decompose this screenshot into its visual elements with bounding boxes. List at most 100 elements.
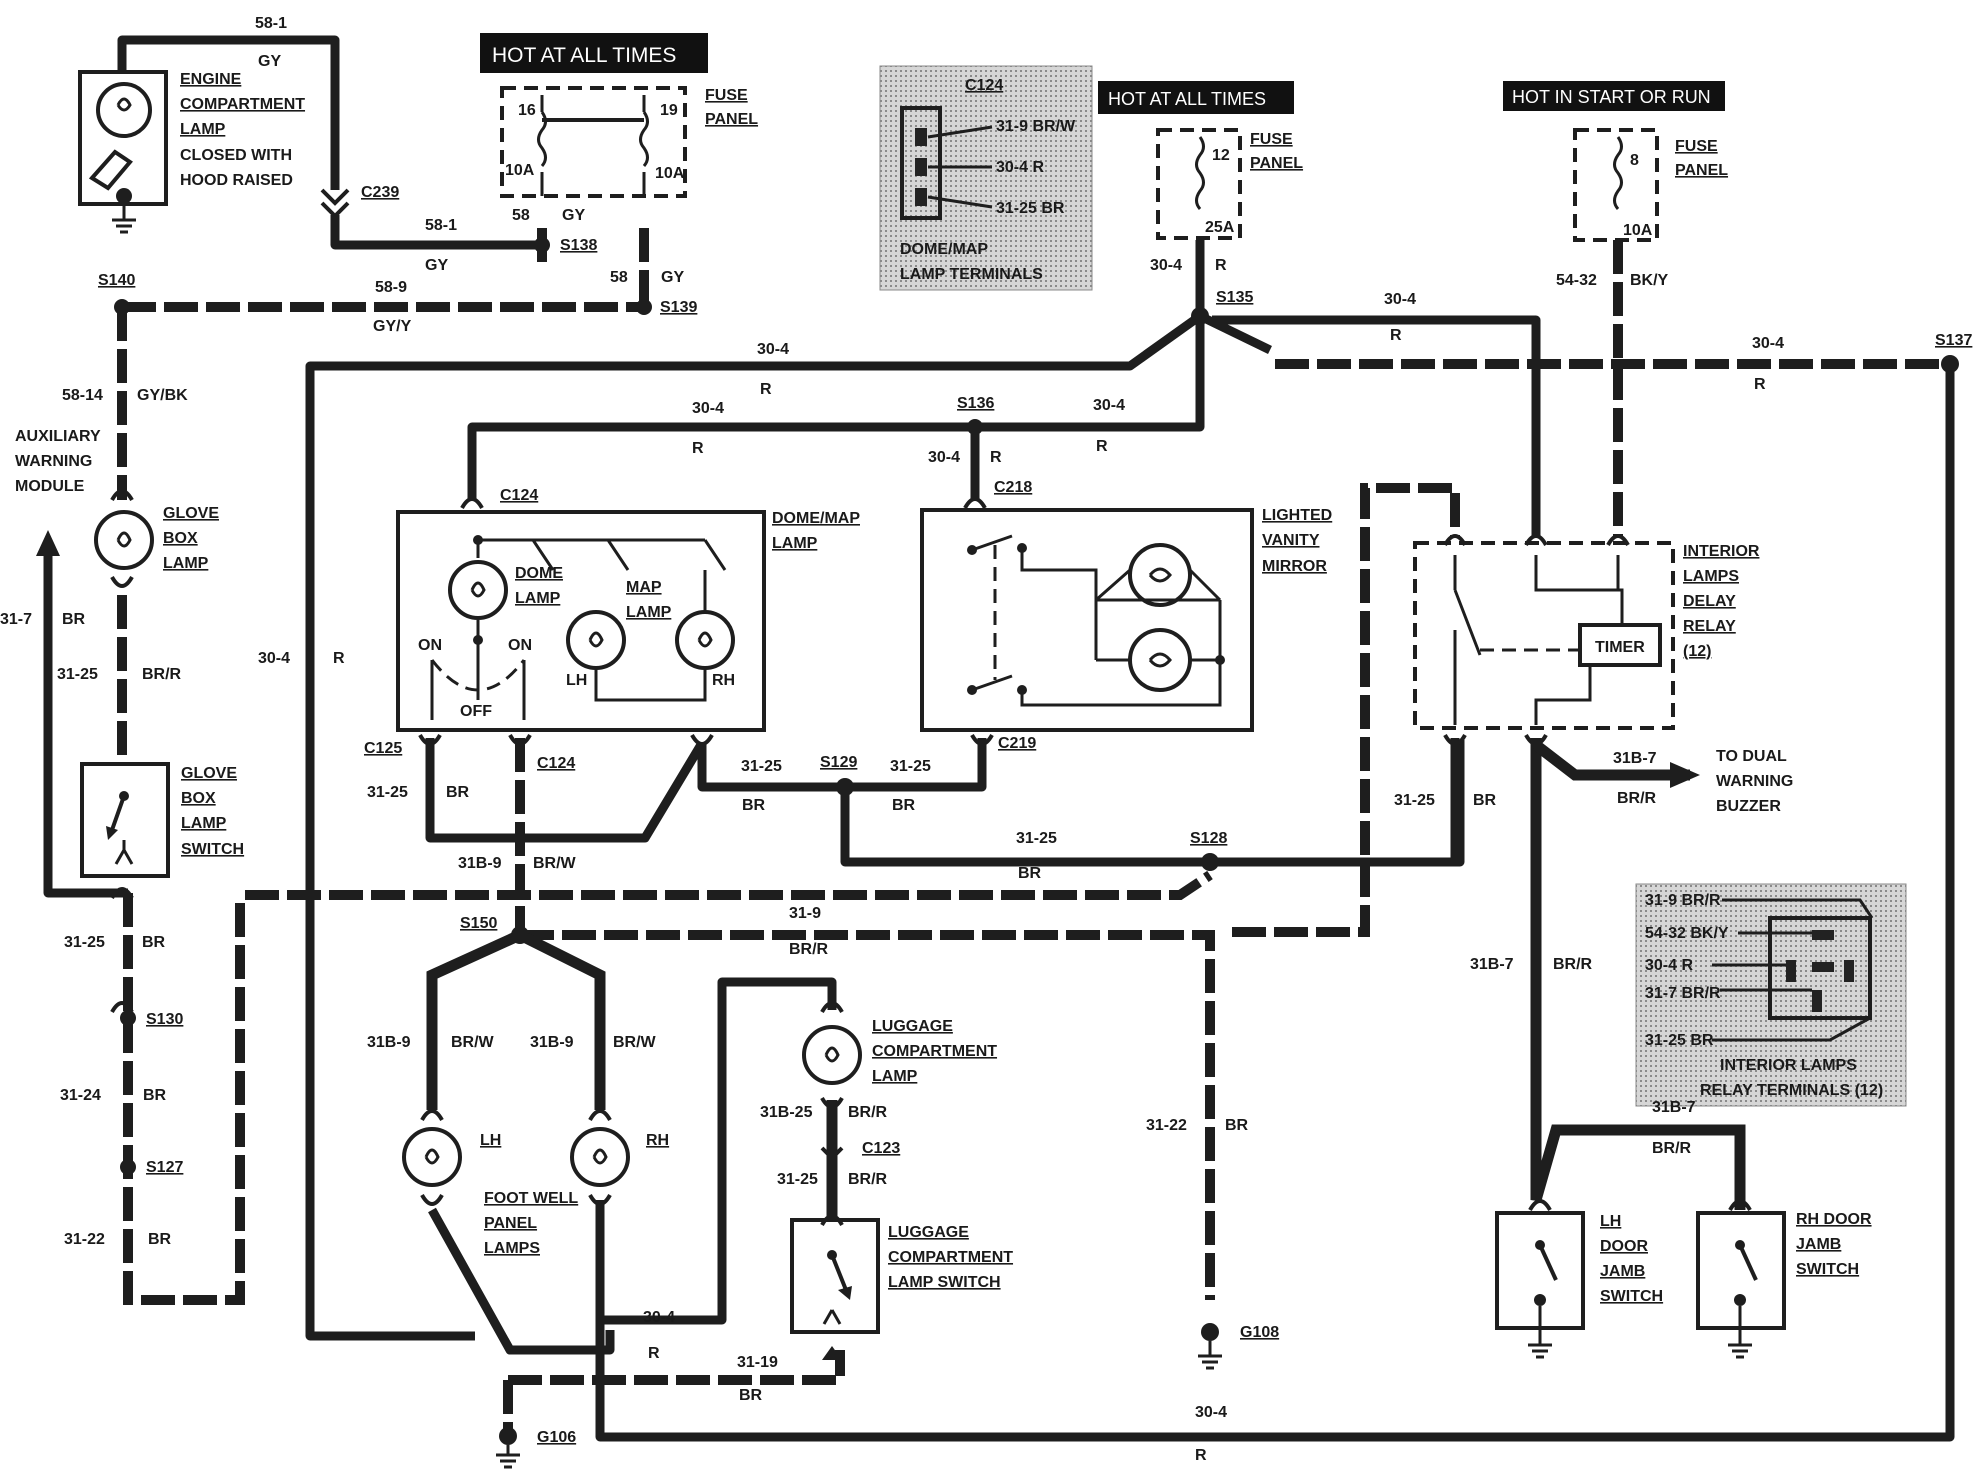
- svg-text:BR: BR: [739, 1387, 763, 1404]
- wire-labels: 58-1 GY 58-1 GY 58 GY 58 GY 58-9 GY/Y 58…: [0, 15, 1784, 1464]
- splice-s128: S128: [1190, 830, 1227, 847]
- svg-text:58-14: 58-14: [62, 387, 103, 404]
- svg-text:GY: GY: [661, 269, 684, 286]
- svg-text:58-9: 58-9: [375, 279, 407, 296]
- svg-text:31-22: 31-22: [64, 1231, 105, 1248]
- svg-text:31-25 BR: 31-25 BR: [996, 200, 1065, 217]
- svg-text:BR: BR: [62, 611, 86, 628]
- svg-text:SWITCH: SWITCH: [1600, 1288, 1663, 1305]
- svg-text:31-24: 31-24: [60, 1087, 101, 1104]
- connector-c124-lower: C124: [537, 755, 575, 772]
- svg-text:R: R: [692, 440, 704, 457]
- svg-text:HOT AT ALL TIMES: HOT AT ALL TIMES: [1108, 89, 1266, 109]
- svg-text:31-25: 31-25: [367, 784, 408, 801]
- svg-text:31-25 BR: 31-25 BR: [1645, 1032, 1714, 1049]
- svg-text:58-1: 58-1: [255, 15, 287, 32]
- svg-text:MAP: MAP: [626, 579, 662, 596]
- svg-text:R: R: [1215, 257, 1227, 274]
- fuse-panel-1: 16 19 10A 10A FUSE PANEL: [500, 86, 758, 198]
- svg-text:LAMP: LAMP: [180, 121, 226, 138]
- svg-text:COMPARTMENT: COMPARTMENT: [180, 96, 305, 113]
- svg-text:LH: LH: [480, 1132, 501, 1149]
- lighted-vanity-mirror: LIGHTED VANITY MIRROR: [920, 507, 1332, 732]
- svg-text:HOT AT ALL TIMES: HOT AT ALL TIMES: [492, 44, 676, 67]
- svg-text:BK/Y: BK/Y: [1630, 272, 1669, 289]
- svg-text:BR/R: BR/R: [848, 1171, 888, 1188]
- svg-text:54-32 BK/Y: 54-32 BK/Y: [1645, 925, 1729, 942]
- svg-text:30-4: 30-4: [757, 341, 789, 358]
- svg-text:GY: GY: [562, 207, 585, 224]
- svg-text:CLOSED WITH: CLOSED WITH: [180, 147, 292, 164]
- svg-text:ON: ON: [508, 637, 532, 654]
- svg-text:LIGHTED: LIGHTED: [1262, 507, 1332, 524]
- svg-text:HOT IN START OR RUN: HOT IN START OR RUN: [1512, 87, 1711, 107]
- svg-text:31-22: 31-22: [1146, 1117, 1187, 1134]
- svg-text:VANITY: VANITY: [1262, 532, 1320, 549]
- svg-text:DOME/MAP: DOME/MAP: [772, 510, 860, 527]
- svg-text:R: R: [333, 650, 345, 667]
- fuse-panel-2: 12 25A FUSE PANEL: [1156, 128, 1303, 240]
- svg-text:31-19: 31-19: [737, 1354, 778, 1371]
- connector-c219: C219: [998, 735, 1036, 752]
- splices: S138 S139 S140 S135 S136 S137 S129 S128 …: [98, 237, 1972, 1176]
- svg-text:JAMB: JAMB: [1600, 1263, 1645, 1280]
- svg-text:31-25: 31-25: [741, 758, 782, 775]
- glove-box-lamp: GLOVE BOX LAMP: [94, 505, 219, 572]
- svg-text:FOOT WELL: FOOT WELL: [484, 1190, 578, 1207]
- svg-text:30-4: 30-4: [1093, 397, 1125, 414]
- svg-text:MODULE: MODULE: [15, 478, 85, 495]
- svg-text:30-4: 30-4: [1384, 291, 1416, 308]
- svg-text:30-4: 30-4: [643, 1309, 675, 1326]
- svg-text:54-32: 54-32: [1556, 272, 1597, 289]
- svg-text:BR: BR: [742, 797, 766, 814]
- svg-text:30-4: 30-4: [692, 400, 724, 417]
- c124-terminals-inset: C124 31-9 BR/W 30-4 R 31-25 BR DOME/MAP …: [879, 65, 1093, 291]
- svg-text:R: R: [760, 381, 772, 398]
- svg-text:30-4: 30-4: [258, 650, 290, 667]
- svg-text:SWITCH: SWITCH: [1796, 1261, 1859, 1278]
- svg-text:GLOVE: GLOVE: [181, 765, 237, 782]
- svg-text:31B-7: 31B-7: [1613, 750, 1657, 767]
- svg-text:BR/W: BR/W: [613, 1034, 657, 1051]
- svg-text:31B-25: 31B-25: [760, 1104, 813, 1121]
- svg-text:R: R: [1195, 1447, 1207, 1464]
- svg-text:G108: G108: [1240, 1324, 1279, 1341]
- luggage-compartment-lamp: LUGGAGE COMPARTMENT LAMP: [802, 1018, 997, 1085]
- svg-text:10A: 10A: [1623, 222, 1653, 239]
- hot-at-all-times-header-1: HOT AT ALL TIMES: [480, 33, 708, 73]
- svg-text:PANEL: PANEL: [1250, 155, 1303, 172]
- svg-text:GY: GY: [258, 53, 281, 70]
- svg-text:LAMP: LAMP: [515, 590, 561, 607]
- wires: [36, 35, 1955, 1442]
- connector-c239: C239: [361, 184, 399, 201]
- svg-text:FUSE: FUSE: [705, 87, 748, 104]
- svg-text:WARNING: WARNING: [15, 453, 92, 470]
- svg-text:LAMP: LAMP: [772, 535, 818, 552]
- svg-text:C124: C124: [965, 77, 1003, 94]
- svg-text:R: R: [648, 1345, 660, 1362]
- svg-text:INTERIOR LAMPS: INTERIOR LAMPS: [1720, 1057, 1857, 1074]
- svg-text:30-4: 30-4: [1195, 1404, 1227, 1421]
- svg-text:31-9 BR/R: 31-9 BR/R: [1645, 892, 1721, 909]
- svg-text:R: R: [1096, 438, 1108, 455]
- svg-text:R: R: [990, 449, 1002, 466]
- svg-text:BR/R: BR/R: [1553, 956, 1593, 973]
- svg-text:TO DUAL: TO DUAL: [1716, 748, 1787, 765]
- svg-text:LAMP: LAMP: [163, 555, 209, 572]
- svg-text:RELAY: RELAY: [1683, 618, 1736, 635]
- svg-text:LUGGAGE: LUGGAGE: [888, 1224, 969, 1241]
- connectors: C239 C124 C125 C124 C218 C219 C123: [110, 184, 1752, 1360]
- connector-c218: C218: [994, 479, 1032, 496]
- svg-text:LH: LH: [1600, 1213, 1621, 1230]
- svg-text:30-4 R: 30-4 R: [1645, 957, 1693, 974]
- svg-text:FUSE: FUSE: [1675, 138, 1718, 155]
- svg-text:31-25: 31-25: [777, 1171, 818, 1188]
- svg-text:GY: GY: [425, 257, 448, 274]
- connector-c123: C123: [862, 1140, 900, 1157]
- foot-well-lamp-lh: LH: [402, 1127, 501, 1187]
- svg-text:DELAY: DELAY: [1683, 593, 1736, 610]
- svg-text:(12): (12): [1683, 643, 1711, 660]
- svg-text:GY/BK: GY/BK: [137, 387, 188, 404]
- svg-text:INTERIOR: INTERIOR: [1683, 543, 1760, 560]
- svg-text:10A: 10A: [505, 162, 535, 179]
